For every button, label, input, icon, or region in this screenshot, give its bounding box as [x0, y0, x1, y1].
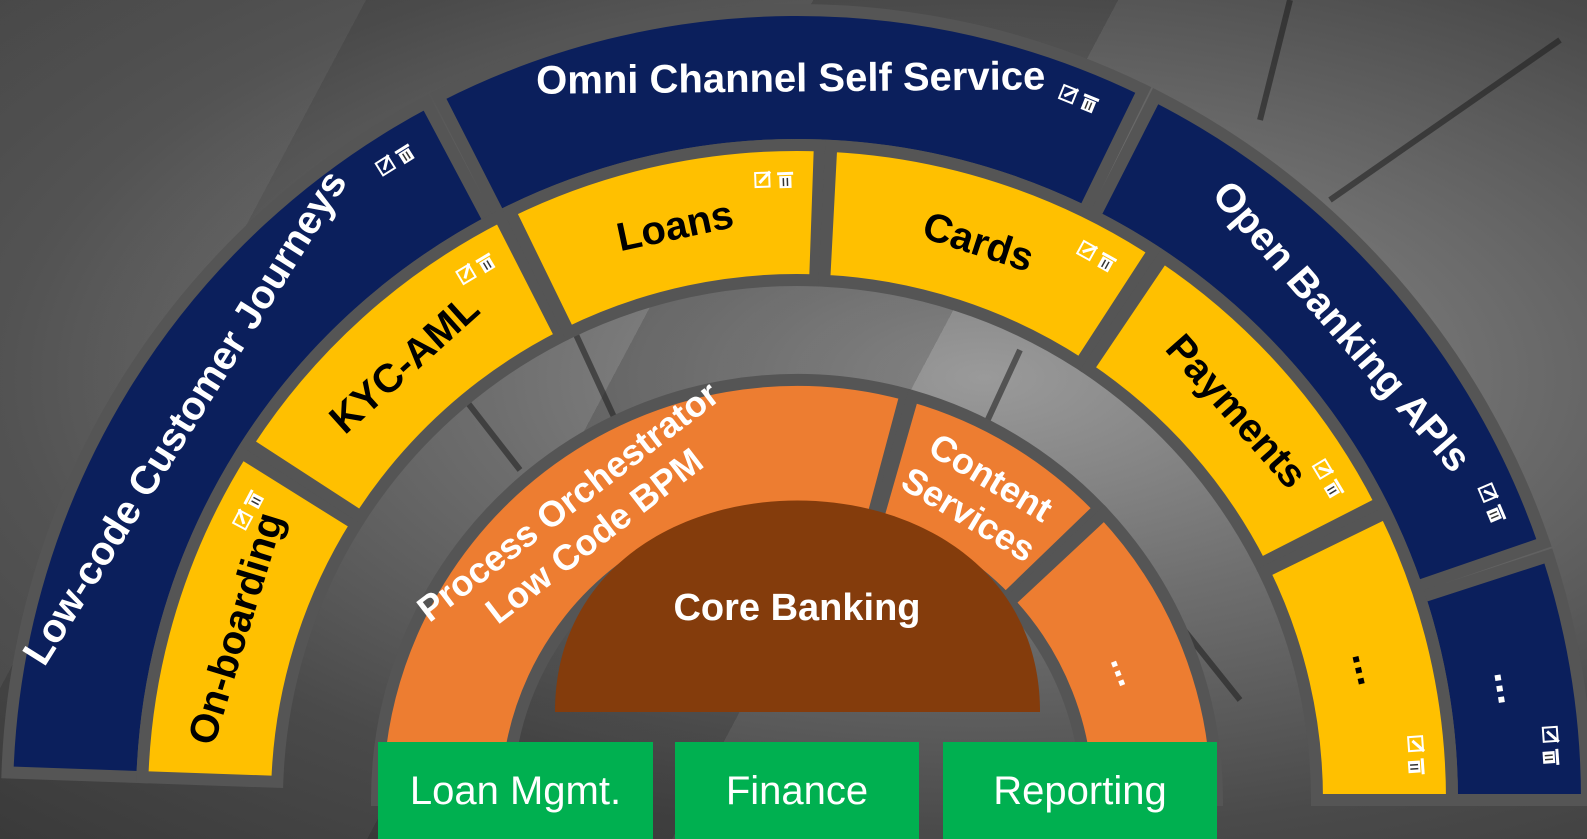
- delete-icon[interactable]: [1485, 503, 1507, 525]
- module-box-loan-mgmt[interactable]: Loan Mgmt.: [378, 742, 653, 839]
- delete-icon[interactable]: [243, 489, 265, 511]
- edit-icon[interactable]: [1407, 735, 1426, 753]
- edit-icon[interactable]: [374, 154, 397, 177]
- bottom-boxes: Loan Mgmt. Finance Reporting: [378, 742, 1217, 839]
- delete-icon[interactable]: [1323, 478, 1345, 500]
- edit-icon[interactable]: [231, 508, 254, 531]
- delete-icon[interactable]: [394, 143, 416, 165]
- middle-ring-segment-kyc-aml[interactable]: [239, 208, 569, 526]
- ring-segments: [1, 4, 1587, 806]
- middle-ring-segment-cards[interactable]: [817, 139, 1163, 373]
- inner-ring-segment-process-orchestrator[interactable]: [370, 374, 914, 806]
- delete-icon[interactable]: [1407, 758, 1425, 775]
- middle-ring-segment-payments[interactable]: [1079, 248, 1389, 572]
- edit-icon[interactable]: [1075, 239, 1098, 262]
- middle-ring-segment-loans[interactable]: [501, 139, 827, 341]
- edit-icon[interactable]: [455, 263, 477, 286]
- module-box-reporting[interactable]: Reporting: [943, 742, 1217, 839]
- middle-ring-segment-more[interactable]: [1256, 504, 1459, 806]
- delete-icon[interactable]: [475, 252, 497, 274]
- segment-controls: [231, 83, 1560, 775]
- delete-icon[interactable]: [1079, 93, 1100, 114]
- delete-icon[interactable]: [1542, 748, 1560, 766]
- module-box-label: Loan Mgmt.: [410, 769, 621, 813]
- delete-icon[interactable]: [777, 171, 794, 189]
- edit-icon[interactable]: [1311, 458, 1334, 480]
- core-banking-dome[interactable]: [555, 500, 1040, 713]
- edit-icon[interactable]: [1477, 482, 1499, 504]
- module-box-label: Finance: [726, 769, 868, 813]
- edit-icon[interactable]: [754, 170, 772, 189]
- edit-icon[interactable]: [1541, 725, 1560, 743]
- module-box-label: Reporting: [993, 769, 1166, 813]
- outer-ring-label: ...: [1485, 667, 1534, 707]
- delete-icon[interactable]: [1095, 251, 1118, 274]
- outer-ring-label: Omni Channel Self Service: [536, 54, 1045, 102]
- core-banking-label: Core Banking: [673, 587, 920, 629]
- middle-ring-segment-on-boarding[interactable]: [136, 444, 365, 789]
- edit-icon[interactable]: [1057, 83, 1080, 105]
- module-box-finance[interactable]: Finance: [675, 742, 919, 839]
